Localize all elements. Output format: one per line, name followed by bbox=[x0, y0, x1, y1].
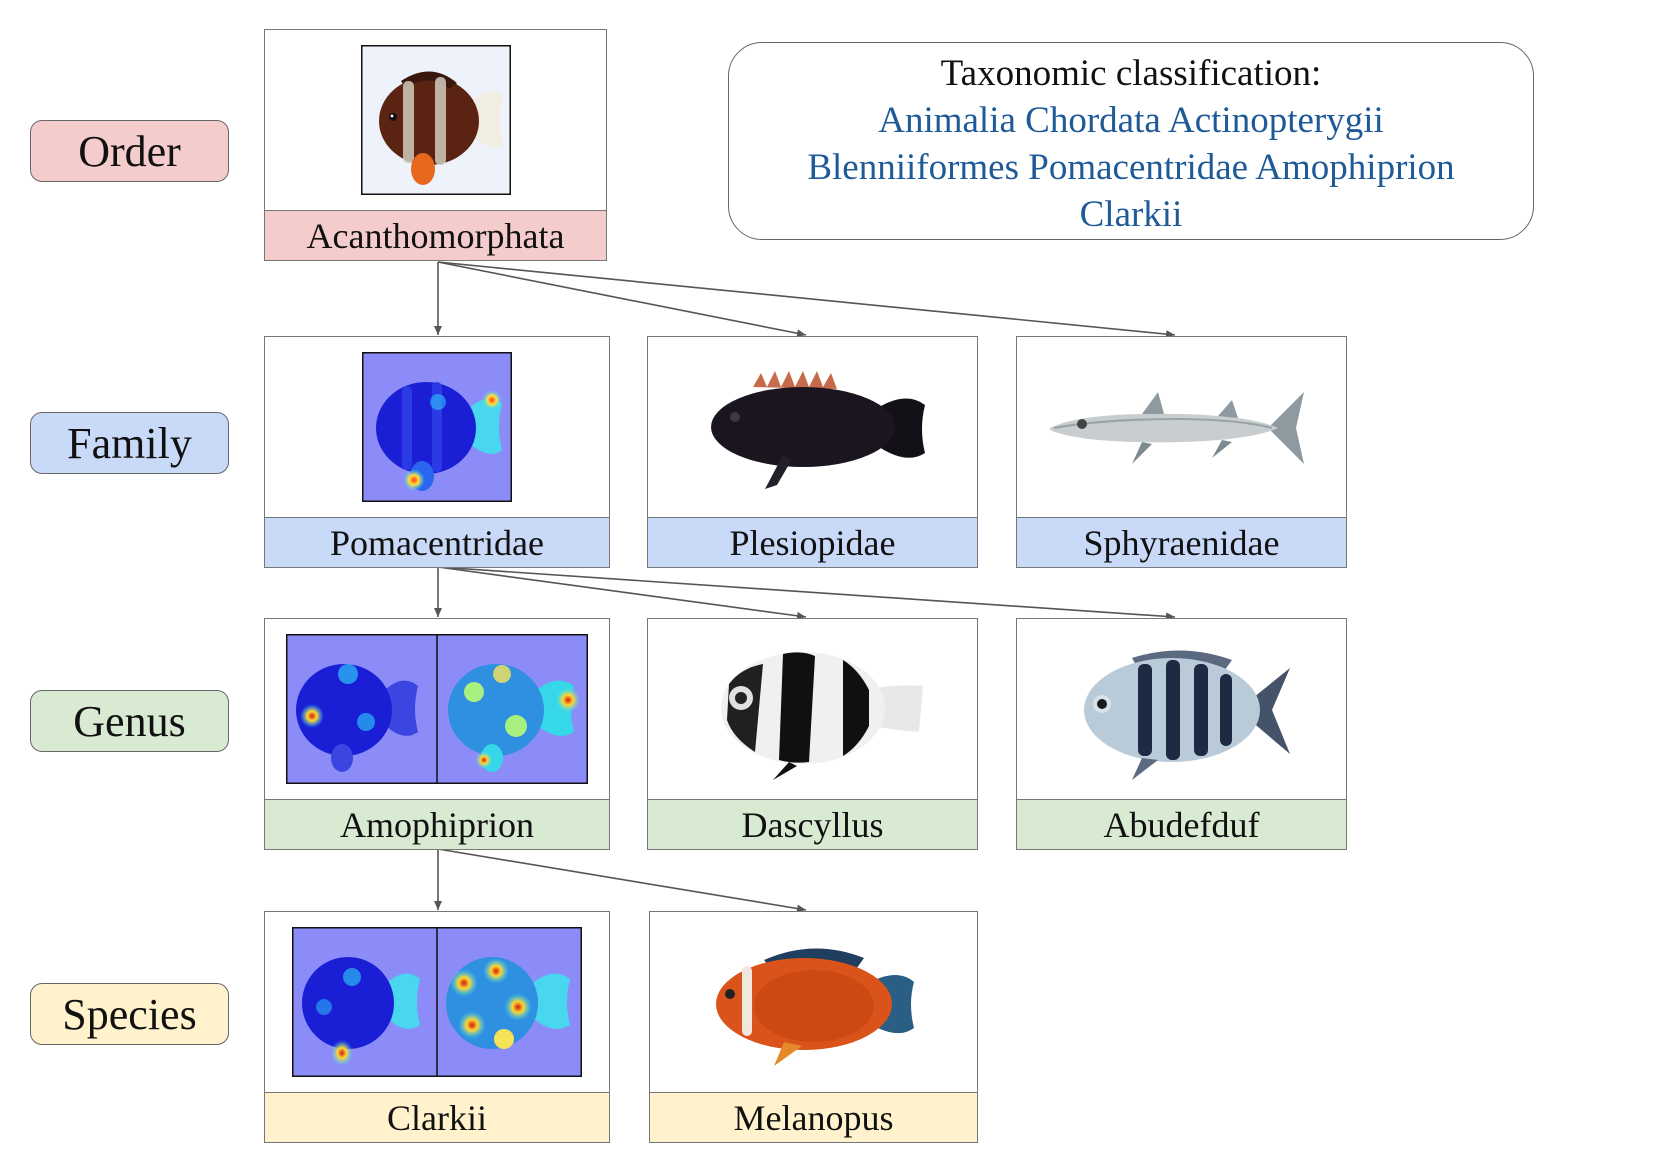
node-amophiprion: Amophiprion bbox=[264, 618, 610, 850]
clownfish-heatmap-pair bbox=[286, 634, 588, 784]
level-tag-order: Order bbox=[30, 120, 229, 182]
orange-clownfish-photo bbox=[715, 948, 914, 1066]
clownfish-photo bbox=[360, 45, 511, 195]
edge-order-to-sphyraenidae bbox=[437, 261, 1176, 339]
clownfish-heatmap-pair bbox=[292, 927, 582, 1077]
node-label: Melanopus bbox=[650, 1092, 977, 1142]
level-tag-species: Species bbox=[30, 983, 229, 1045]
node-acanthomorphata: Acanthomorphata bbox=[264, 29, 607, 261]
node-label: Dascyllus bbox=[648, 799, 977, 849]
node-melanopus: Melanopus bbox=[649, 911, 978, 1143]
level-tag-genus: Genus bbox=[30, 690, 229, 752]
node-label: Abudefduf bbox=[1017, 799, 1346, 849]
node-clarkii: Clarkii bbox=[264, 911, 610, 1143]
edge-family-to-dascyllus bbox=[437, 566, 807, 620]
classification-lineage: Animalia Chordata Actinopterygii Blennii… bbox=[807, 100, 1455, 235]
dark-fish-photo bbox=[710, 371, 925, 489]
node-label: Sphyraenidae bbox=[1017, 517, 1346, 567]
node-label: Pomacentridae bbox=[265, 517, 609, 567]
clownfish-heatmap bbox=[362, 352, 512, 502]
node-label: Clarkii bbox=[265, 1092, 609, 1142]
node-label: Plesiopidae bbox=[648, 517, 977, 567]
node-label: Acanthomorphata bbox=[265, 210, 606, 260]
barracuda-photo bbox=[1049, 392, 1304, 464]
node-abudefduf: Abudefduf bbox=[1016, 618, 1347, 850]
node-pomacentridae: Pomacentridae bbox=[264, 336, 610, 568]
node-dascyllus: Dascyllus bbox=[647, 618, 978, 850]
edge-order-to-plesiopidae bbox=[437, 261, 807, 338]
classification-heading: Taxonomic classification: bbox=[940, 53, 1322, 94]
sergeant-major-photo bbox=[1083, 650, 1290, 780]
taxonomic-classification-box: Taxonomic classification: Animalia Chord… bbox=[728, 42, 1534, 240]
level-tag-family: Family bbox=[30, 412, 229, 474]
node-label: Amophiprion bbox=[265, 799, 609, 849]
node-sphyraenidae: Sphyraenidae bbox=[1016, 336, 1347, 568]
edge-genus-to-melanopus bbox=[437, 848, 807, 913]
striped-damselfish-photo bbox=[720, 652, 923, 780]
edge-family-to-abudefduf bbox=[437, 566, 1176, 621]
node-plesiopidae: Plesiopidae bbox=[647, 336, 978, 568]
